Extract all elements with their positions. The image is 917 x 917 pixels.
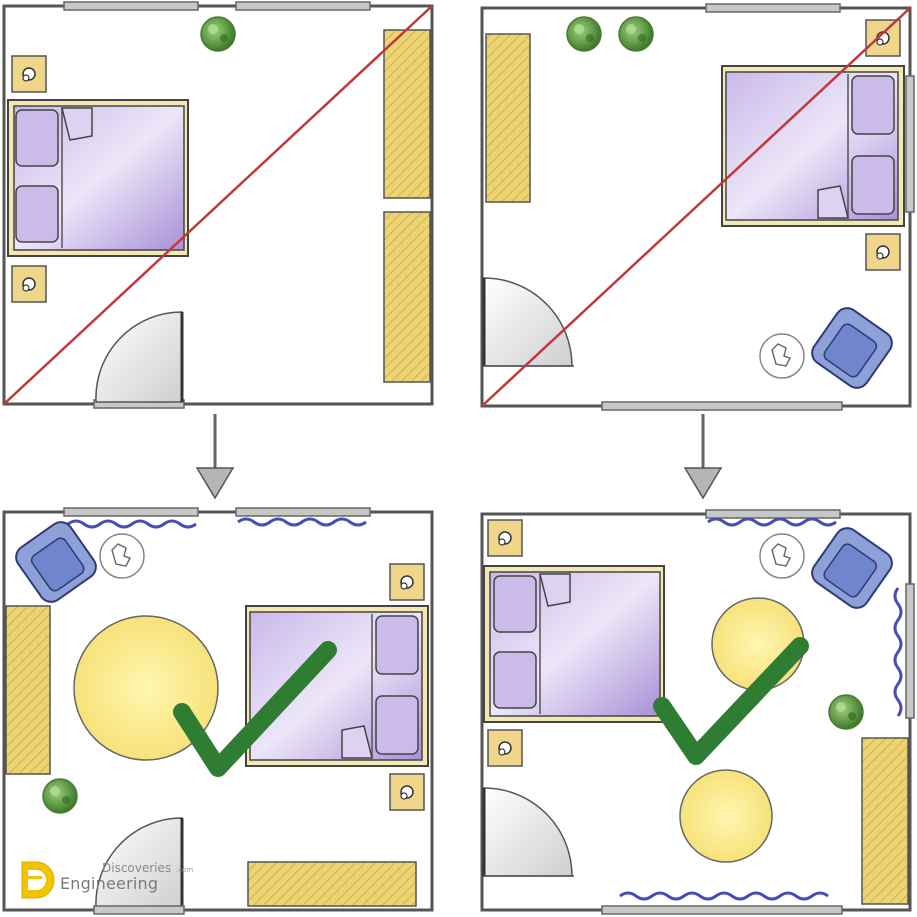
down-arrow-icon — [195, 414, 235, 500]
plant-icon — [566, 16, 602, 52]
curtain — [707, 517, 837, 527]
bed — [483, 565, 665, 723]
window — [705, 509, 841, 519]
cross-out-line — [3, 5, 433, 405]
side-table — [759, 333, 805, 379]
curtain — [893, 587, 903, 717]
dresser — [247, 861, 417, 907]
wardrobe — [5, 605, 51, 775]
side-table — [759, 533, 805, 579]
nightstand — [389, 563, 425, 601]
cross-out-line — [481, 7, 911, 407]
plant-icon — [200, 16, 236, 52]
side-table — [99, 533, 145, 579]
bed — [245, 605, 429, 767]
panel-top-left-incorrect — [2, 1, 434, 409]
window — [63, 1, 199, 11]
logo-domain-text: .com — [176, 866, 194, 874]
door — [482, 787, 574, 877]
panel-bottom-right-correct — [480, 509, 915, 915]
nightstand — [487, 519, 523, 557]
plant-icon — [42, 778, 78, 814]
window — [905, 75, 915, 213]
plant-icon — [618, 16, 654, 52]
nightstand — [865, 19, 901, 57]
window — [63, 507, 199, 517]
window — [601, 401, 843, 411]
check-mark-icon — [173, 641, 337, 777]
nightstand — [11, 265, 47, 303]
window — [705, 3, 841, 13]
nightstand — [11, 55, 47, 93]
wardrobe — [383, 29, 431, 199]
circulation-zone — [679, 769, 773, 863]
bed — [721, 65, 905, 227]
brand-logo: Discoveries .com Engineering — [16, 858, 216, 902]
check-mark-icon — [653, 637, 809, 765]
wardrobe — [485, 33, 531, 203]
window — [601, 905, 843, 915]
wardrobe — [861, 737, 909, 905]
door-threshold — [93, 905, 185, 915]
logo-monogram-icon — [21, 861, 55, 899]
nightstand — [487, 729, 523, 767]
window — [235, 1, 371, 11]
curtain — [619, 891, 829, 901]
nightstand — [389, 773, 425, 811]
wardrobe — [383, 211, 431, 383]
panel-bottom-left-correct — [2, 507, 434, 915]
down-arrow-icon — [683, 414, 723, 500]
curtain — [237, 517, 367, 527]
plant-icon — [828, 694, 864, 730]
door — [95, 311, 184, 403]
window — [235, 507, 371, 517]
bed — [7, 99, 189, 257]
curtain — [67, 519, 197, 529]
nightstand — [865, 233, 901, 271]
door — [95, 817, 184, 909]
panel-top-right-incorrect — [480, 3, 915, 411]
window — [905, 583, 915, 719]
logo-main-text: Engineering — [60, 874, 159, 893]
logo-top-text: Discoveries — [102, 861, 172, 875]
